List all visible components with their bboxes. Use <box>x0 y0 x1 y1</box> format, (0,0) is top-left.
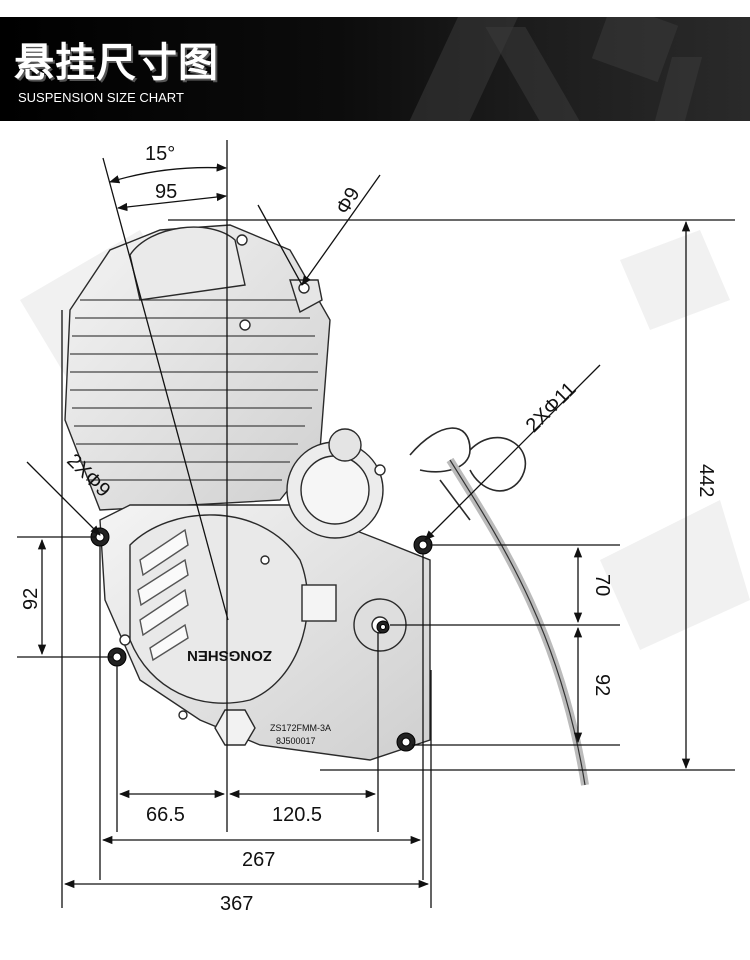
dim-right-70: 70 <box>591 574 613 596</box>
shift-lever <box>409 427 589 786</box>
dim-angle: 15° <box>145 143 175 165</box>
dimension-drawing: ZONGSHEN ZS172FMM-3A 8J500017 <box>0 121 750 956</box>
dimension-lines <box>17 140 735 908</box>
serial-plate: 8J500017 <box>276 736 316 746</box>
page-title: 悬挂尺寸图 <box>14 40 219 86</box>
dim-hole-top: Φ9 <box>332 184 365 218</box>
header-banner: 悬挂尺寸图 SUSPENSION SIZE CHART <box>0 17 750 121</box>
brand-logo-text: ZONGSHEN <box>187 647 272 664</box>
dim-left-92: 92 <box>20 588 42 610</box>
dim-holes-right: 2XΦ11 <box>522 378 581 437</box>
engine-diagram-svg: ZONGSHEN ZS172FMM-3A 8J500017 <box>17 140 750 915</box>
page-subtitle: SUSPENSION SIZE CHART <box>18 90 184 105</box>
engine-illustration <box>64 224 431 761</box>
dim-bottom-66-5: 66.5 <box>146 804 185 826</box>
dim-bottom-120-5: 120.5 <box>272 804 322 826</box>
dim-right-92: 92 <box>591 674 613 696</box>
dim-total-height: 442 <box>695 464 717 497</box>
model-plate: ZS172FMM-3A <box>270 723 331 733</box>
dim-width-367: 367 <box>220 893 253 915</box>
dim-width-267: 267 <box>242 849 275 871</box>
dim-offset-top: 95 <box>155 181 177 203</box>
